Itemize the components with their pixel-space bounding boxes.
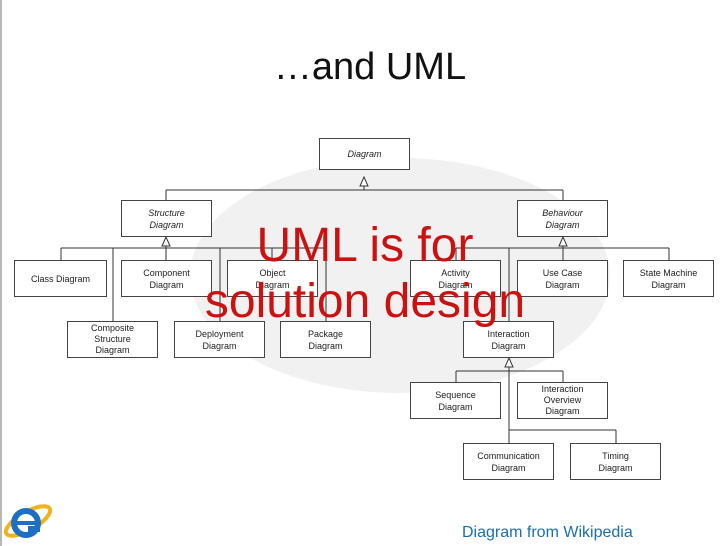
node-package-diagram: Package Diagram [280,321,371,358]
generalization-arrow-root [359,175,369,187]
node-use-case-diagram: Use Case Diagram [517,260,608,297]
node-state-machine-diagram: State Machine Diagram [623,260,714,297]
overlay-line-1: UML is for [256,219,474,272]
node-composite-structure-diagram: Composite Structure Diagram [67,321,158,358]
generalization-arrow-structure [161,235,171,247]
node-sequence-diagram: Sequence Diagram [410,382,501,419]
node-diagram: Diagram [319,138,410,170]
node-interaction-overview-diagram: Interaction Overview Diagram [517,382,608,419]
overlay-statement: UML is for solution design [170,218,560,330]
node-deployment-diagram: Deployment Diagram [174,321,265,358]
node-interaction-diagram: Interaction Diagram [463,321,554,358]
node-object-diagram: Object Diagram [227,260,318,297]
node-communication-diagram: Communication Diagram [463,443,554,480]
slide-left-border [0,0,2,546]
node-activity-diagram: Activity Diagram [410,260,501,297]
internet-explorer-logo-icon [3,504,53,538]
generalization-arrow-interaction [504,356,514,368]
node-class-diagram: Class Diagram [14,260,107,297]
image-caption: Diagram from Wikipedia [462,524,633,541]
generalization-arrow-behaviour [558,235,568,247]
node-structure-diagram: Structure Diagram [121,200,212,237]
node-component-diagram: Component Diagram [121,260,212,297]
slide-title: …and UML [273,46,467,88]
overlay-line-2: solution design [204,275,526,328]
node-timing-diagram: Timing Diagram [570,443,661,480]
node-behaviour-diagram: Behaviour Diagram [517,200,608,237]
